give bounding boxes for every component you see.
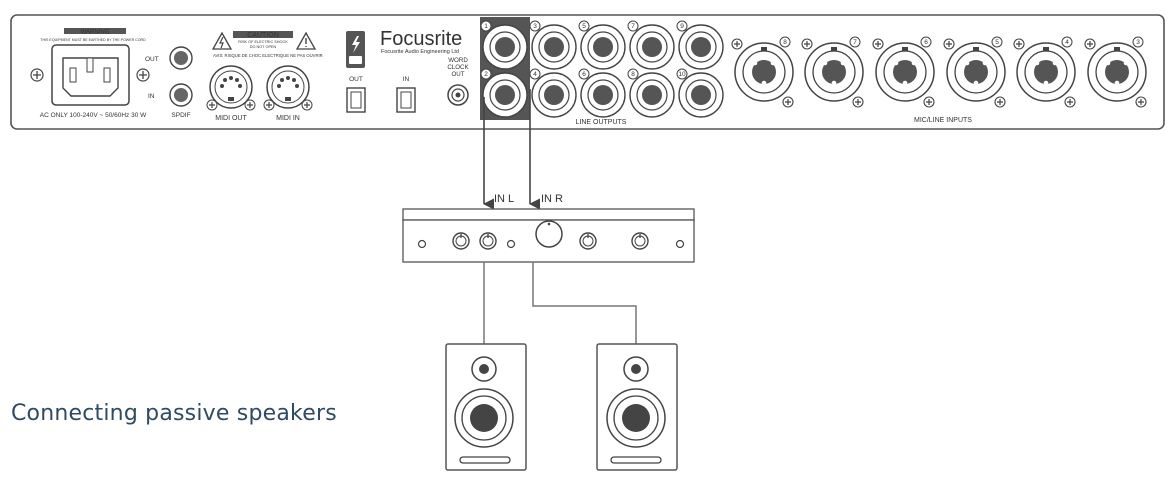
caution-section: CAUTION RISK OF ELECTRIC SHOCK DO NOT OP… — [211, 31, 323, 58]
line-outputs-section: 1 2 3 4 5 6 7 8 9 10 LINE OUTPUTS — [480, 17, 724, 126]
caution-line1: RISK OF ELECTRIC SHOCK — [238, 40, 288, 44]
line-output-jack-icon: 7 — [627, 20, 675, 70]
caution-title: CAUTION — [247, 32, 279, 39]
midi-in-port-icon — [266, 65, 310, 109]
xlr-combo-input-icon: 8 — [731, 36, 794, 108]
spdif-out-label: OUT — [145, 56, 159, 63]
cable-amp-to-right-speaker — [532, 262, 637, 344]
amp-knob-icon — [479, 232, 497, 250]
line-output-number: 6 — [582, 71, 586, 78]
line-output-jacks: 1 2 3 4 5 6 7 8 9 10 — [480, 20, 724, 118]
left-passive-speaker — [445, 343, 527, 471]
mic-line-inputs-label: MIC/LINE INPUTS — [914, 117, 972, 124]
screw-cross-icon — [33, 71, 41, 79]
mic-input-number: 5 — [995, 39, 999, 46]
line-output-number: 1 — [484, 23, 488, 30]
amp-knob-icon — [452, 232, 470, 250]
xlr-combo-input-icon: 7 — [801, 36, 864, 108]
line-output-jack-icon: 9 — [676, 20, 724, 70]
xlr-combo-input-icon: 3 — [1084, 36, 1147, 108]
line-output-jack-icon: 8 — [627, 68, 675, 118]
line-output-jack-icon: 1 — [480, 20, 528, 70]
optical-in-label: IN — [403, 76, 410, 83]
line-outputs-label: LINE OUTPUTS — [576, 119, 627, 126]
amp-input-left-label: IN L — [494, 193, 514, 205]
line-output-jack-icon: 4 — [529, 68, 577, 118]
optical-out-label: OUT — [349, 76, 363, 83]
midi-in-label: MIDI IN — [276, 115, 300, 122]
caution-line2: DO NOT OPEN — [250, 45, 277, 49]
power-label: AC ONLY 100-240V ~ 50/60Hz 30 W — [40, 112, 147, 119]
spdif-section: OUT IN SPDIF — [145, 46, 193, 119]
right-passive-speaker — [596, 343, 678, 471]
amp-led-icon — [417, 239, 427, 249]
mic-line-inputs-section: 8 7 6 5 4 3 MIC/LINE INPUTS — [731, 36, 1147, 124]
avis-text: AVIS: RISQUE DE CHOC ELECTRIQUE NE PAS O… — [213, 53, 323, 58]
spdif-label: SPDIF — [171, 112, 190, 119]
xlr-combo-input-icon: 5 — [943, 36, 1006, 108]
midi-out-port-icon — [209, 65, 253, 109]
line-output-number: 2 — [484, 71, 488, 78]
brand-logo: Focusrite — [380, 28, 462, 50]
mic-line-input-connectors: 8 7 6 5 4 3 — [731, 36, 1147, 108]
line-output-number: 10 — [678, 71, 686, 78]
diagram-caption: Connecting passive speakers — [11, 401, 337, 426]
mic-input-number: 6 — [924, 39, 928, 46]
warning-title: WARNING — [81, 30, 110, 36]
word-clock-line2: CLOCK — [447, 64, 469, 71]
electric-hazard-icon — [211, 31, 233, 50]
bass-port-icon — [610, 456, 662, 464]
line-output-jack-icon: 6 — [578, 68, 626, 118]
amp-knob-icon — [631, 232, 649, 250]
amp-volume-knob-icon — [535, 220, 563, 248]
signal-cables: IN L IN R — [482, 89, 563, 210]
line-output-jack-icon: 2 — [480, 68, 528, 118]
midi-out-label: MIDI OUT — [215, 115, 247, 122]
bass-port-icon — [459, 456, 511, 464]
amp-led-icon — [506, 239, 516, 249]
midi-section: MIDI OUT MIDI IN — [206, 65, 313, 122]
power-amplifier — [402, 208, 695, 263]
mic-input-number: 7 — [853, 39, 857, 46]
amp-input-right-label: IN R — [541, 193, 563, 205]
mic-input-number: 4 — [1065, 39, 1069, 46]
line-output-number: 7 — [631, 23, 635, 30]
amp-knob-icon — [579, 232, 597, 250]
power-section: WARNING THIS EQUIPMENT MUST BE EARTHED B… — [30, 28, 150, 119]
line-output-number: 9 — [680, 23, 684, 30]
line-output-number: 3 — [533, 23, 537, 30]
line-output-number: 8 — [631, 71, 635, 78]
xlr-combo-input-icon: 6 — [872, 36, 935, 108]
speaker-cables — [483, 262, 637, 344]
digital-io-section: OUT IN Focusrite Focusrite Audio Enginee… — [346, 28, 470, 113]
warning-text: THIS EQUIPMENT MUST BE EARTHED BY THE PO… — [40, 38, 146, 42]
brand-subtitle: Focusrite Audio Engineering Ltd — [381, 49, 459, 55]
mic-input-number: 3 — [1136, 39, 1140, 46]
line-output-number: 5 — [582, 23, 586, 30]
line-output-jack-icon: 10 — [676, 68, 724, 118]
rear-panel: WARNING THIS EQUIPMENT MUST BE EARTHED B… — [10, 14, 1165, 130]
spdif-in-label: IN — [148, 93, 155, 100]
line-output-number: 4 — [533, 71, 537, 78]
line-output-jack-icon: 5 — [578, 20, 626, 70]
amp-led-icon — [675, 239, 685, 249]
line-output-jack-icon: 3 — [529, 20, 577, 70]
word-clock-line3: OUT — [451, 71, 464, 78]
mic-input-number: 8 — [783, 39, 787, 46]
xlr-combo-input-icon: 4 — [1013, 36, 1076, 108]
word-clock-line1: WORD — [448, 57, 468, 64]
